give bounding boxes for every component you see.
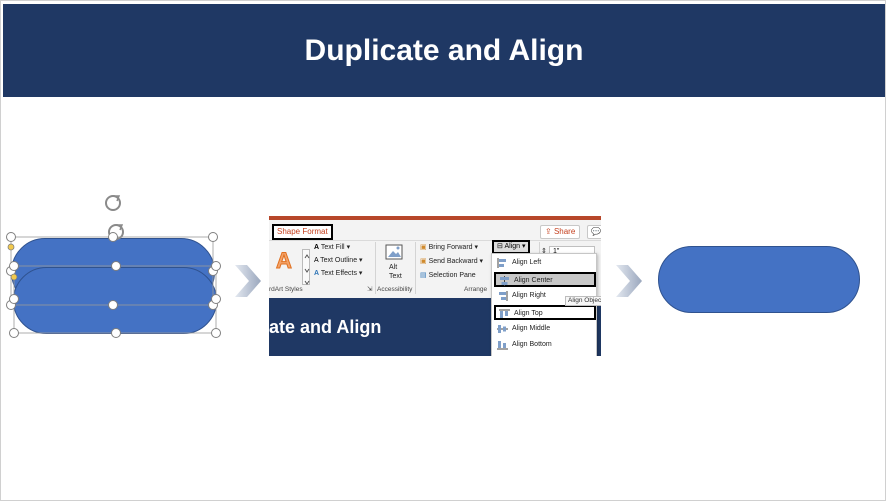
alt-text-icon [385, 244, 403, 260]
selection-pane-icon: ▤ [420, 272, 427, 279]
text-fill-icon: A [314, 244, 320, 251]
text-outline-icon: A [314, 257, 319, 264]
send-backward-label: Send Backward [428, 258, 478, 265]
ribbon-tabs: Shape Format ⇪ Share 💬C [269, 220, 601, 248]
align-top-icon [499, 309, 510, 318]
share-icon: ⇪ [545, 227, 554, 236]
alt-text-label-1: Alt [389, 264, 398, 271]
dialog-launcher-icon[interactable]: ⇲ [367, 286, 373, 293]
text-effects-icon: A [314, 270, 320, 277]
align-middle-icon [497, 325, 508, 333]
wordart-gallery-scroll[interactable] [302, 249, 310, 285]
text-fill-label: Text Fill [320, 244, 345, 251]
accessibility-group-label: Accessibility [377, 286, 413, 293]
send-backward-icon: ▣ [420, 258, 427, 265]
preview-title-text: ate and Align [269, 317, 382, 337]
text-fill-button[interactable]: A Text Fill ▾ [314, 244, 351, 251]
aligned-shape-result[interactable] [658, 246, 860, 313]
share-label: Share [553, 227, 576, 236]
bring-forward-label: Bring Forward [428, 244, 473, 251]
arrange-group-label: Arrange [464, 286, 488, 293]
menu-item-align-top[interactable]: Align Top [494, 305, 596, 320]
title-bar: Duplicate and Align [3, 4, 885, 97]
align-button[interactable]: ⊟ Align ▾ [492, 240, 531, 254]
comments-button[interactable]: 💬C [587, 225, 601, 248]
comment-icon: 💬 [591, 227, 601, 236]
bring-forward-icon: ▣ [420, 244, 427, 251]
gallery-scroll-icon [304, 254, 310, 285]
selection-handles[interactable] [1, 191, 231, 341]
selection-pane-label: Selection Pane [428, 272, 476, 279]
alt-text-label-2: Text [389, 273, 402, 280]
selection-pane-button[interactable]: ▤ Selection Pane [420, 271, 476, 280]
group-divider [415, 242, 416, 294]
tab-shape-format[interactable]: Shape Format [272, 224, 333, 240]
menu-item-align-middle[interactable]: Align Middle [494, 322, 596, 337]
align-icon: ⊟ [497, 243, 503, 250]
menu-item-label: Align Bottom [512, 341, 552, 348]
menu-item-label: Align Middle [512, 325, 551, 332]
align-center-icon [500, 276, 509, 286]
chevron-right-icon [616, 265, 642, 297]
text-effects-label: Text Effects [320, 270, 357, 277]
align-label: Align [504, 243, 521, 250]
text-effects-button[interactable]: A Text Effects ▾ [314, 270, 363, 277]
share-button[interactable]: ⇪ Share [540, 225, 581, 239]
menu-item-align-bottom[interactable]: Align Bottom [494, 338, 596, 353]
align-objects-tooltip: Align Objec [565, 296, 601, 306]
text-outline-button[interactable]: A Text Outline ▾ [314, 257, 363, 264]
group-divider [375, 242, 376, 294]
menu-item-align-center[interactable]: Align Center [494, 272, 596, 287]
text-outline-label: Text Outline [320, 257, 358, 264]
menu-item-label: Align Left [512, 259, 542, 266]
wordart-quick-style[interactable]: A [276, 248, 293, 273]
align-right-icon [499, 291, 508, 301]
send-backward-button[interactable]: ▣ Send Backward ▾ [420, 258, 484, 265]
ribbon-top-strip [269, 216, 601, 220]
align-bottom-icon [497, 341, 508, 350]
align-left-icon [497, 258, 506, 268]
menu-item-label: Align Top [514, 310, 543, 317]
height-icon: ⇕ [541, 248, 547, 255]
menu-item-align-right[interactable]: Align Right [494, 289, 596, 304]
slide-title: Duplicate and Align [304, 34, 584, 67]
duplicated-shapes-group[interactable] [1, 191, 231, 341]
wordart-styles-group-label: rdArt Styles [269, 286, 303, 293]
menu-item-label: Align Right [512, 292, 546, 299]
chevron-right-icon [235, 265, 261, 297]
bring-forward-button[interactable]: ▣ Bring Forward ▾ [420, 244, 479, 251]
alt-text-button[interactable]: Alt Text [389, 263, 402, 281]
menu-item-align-left[interactable]: Align Left [494, 256, 596, 271]
ribbon-screenshot: Shape Format ⇪ Share 💬C A A Text Fill ▾ … [269, 216, 601, 356]
menu-item-label: Align Center [514, 277, 553, 284]
